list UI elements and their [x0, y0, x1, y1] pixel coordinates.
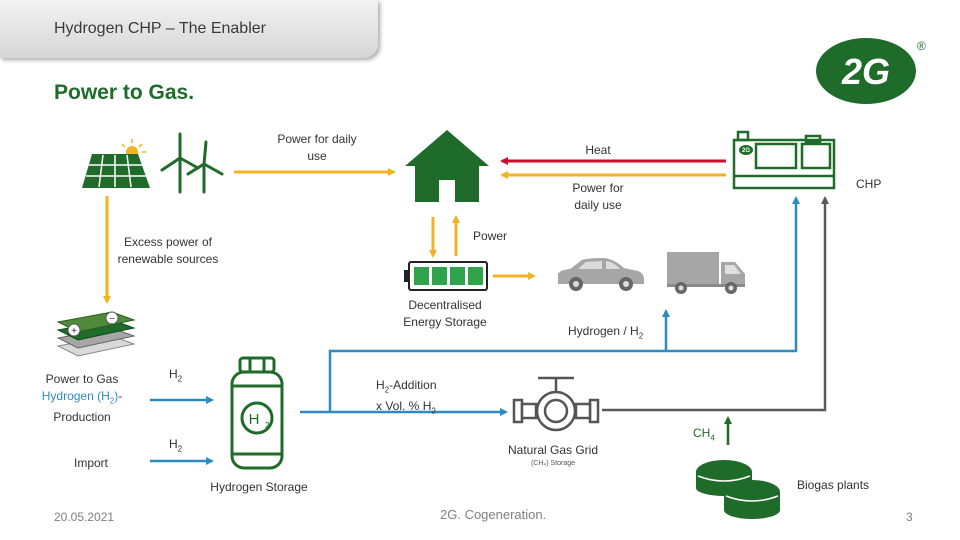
- biogas-plants-icon: [696, 460, 780, 519]
- gas-valve-icon: [512, 376, 600, 432]
- label-heat: Heat: [585, 143, 611, 157]
- tank-h-sub: 2: [265, 421, 270, 430]
- battery-icon: [404, 261, 488, 291]
- label-power: Power: [473, 229, 508, 243]
- slide-title: Power to Gas.: [54, 81, 195, 104]
- 2g-logo: 2G ®: [816, 38, 926, 104]
- label-gas-grid-storage: (CH₄) Storage: [530, 460, 576, 467]
- chp-unit-icon: 2G: [732, 130, 836, 190]
- label-h2-addition: H2-Addition x Vol. % H2: [376, 378, 437, 416]
- label-import: Import: [74, 456, 109, 470]
- tank-h-label: H: [249, 411, 260, 428]
- logo-registered: ®: [917, 39, 926, 53]
- footer-date: 20.05.2021: [54, 510, 115, 524]
- arrow-grid-chp: [602, 196, 829, 412]
- footer-brand: 2G. Cogeneration.: [440, 507, 547, 522]
- label-biogas: Biogas plants: [797, 478, 870, 492]
- label-gas-grid: Natural Gas Grid: [507, 443, 599, 457]
- truck-icon: [667, 252, 745, 294]
- label-power-to-gas: Power to Gas Hydrogen (H2)- Production: [41, 372, 123, 425]
- label-hydrogen-vehicles: Hydrogen / H2: [568, 324, 644, 341]
- label-h2-production: H2: [169, 367, 183, 384]
- label-hydrogen-storage: Hydrogen Storage: [210, 480, 308, 494]
- svg-text:−: −: [109, 314, 115, 325]
- header-title: Hydrogen CHP – The Enabler: [54, 20, 266, 37]
- solar-panel-icon: [82, 139, 150, 188]
- wind-turbines-icon: [160, 132, 224, 194]
- page-number: 3: [906, 510, 913, 524]
- arrow-h2-chp: [328, 196, 800, 412]
- hydrogen-tank-icon: H 2: [230, 356, 284, 470]
- label-ch4: CH4: [693, 426, 715, 443]
- logo-text: 2G: [841, 51, 890, 92]
- svg-text:2G: 2G: [742, 148, 750, 154]
- svg-text:+: +: [71, 326, 77, 337]
- header-tab: [0, 0, 378, 58]
- electrolyser-icon: + −: [56, 311, 136, 357]
- house-icon: [405, 130, 489, 202]
- label-h2-import: H2: [169, 437, 183, 454]
- label-chp: CHP: [856, 177, 882, 191]
- car-icon: [558, 258, 644, 291]
